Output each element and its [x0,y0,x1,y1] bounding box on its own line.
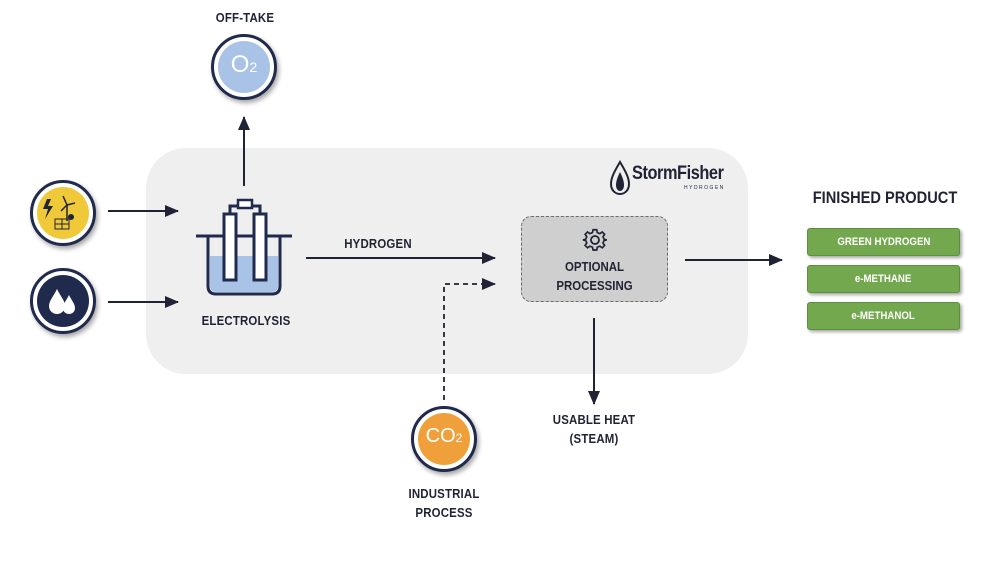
finished-product-title: FINISHED PRODUCT [812,188,958,207]
brand-name: StormFisher [632,163,724,184]
solar-wind-bolt-icon [43,195,76,230]
industrial-label-line2: PROCESS [415,505,473,520]
o2-text: O2 [230,51,258,78]
heat-label-line1: USABLE HEAT [552,412,636,427]
renewable-fill [37,187,89,239]
co2-text: CO2 [425,425,463,447]
brand-sub: HYDROGEN [684,185,725,191]
optional-label-line1: OPTIONAL [564,259,625,274]
renewable-input-circle [30,180,96,246]
flame-logo-icon [609,160,631,196]
industrial-label-line1: INDUSTRIAL [408,486,480,501]
co2-fill [418,413,470,465]
product-e-methane: e-METHANE [807,265,960,293]
electrolysis-cell-icon [196,198,292,296]
water-input-circle [30,268,96,334]
product-green-hydrogen: GREEN HYDROGEN [807,228,960,256]
co2-dashed-arrow [443,278,496,400]
offtake-label: OFF-TAKE [215,10,275,25]
electrolysis-label: ELECTROLYSIS [201,313,291,328]
optional-processing-box: OPTIONAL PROCESSING [521,216,668,302]
co2-circle: CO2 [411,406,477,472]
optional-label-line2: PROCESSING [556,278,633,293]
o2-circle: O2 [211,34,277,100]
heat-label-line2: (STEAM) [569,431,619,446]
water-drops-icon [49,289,75,314]
stormfisher-logo: StormFisher HYDROGEN [608,160,728,196]
gear-icon [582,228,608,251]
hydrogen-label: HYDROGEN [344,236,412,251]
product-e-methanol: e-METHANOL [807,302,960,330]
o2-fill [218,41,270,93]
